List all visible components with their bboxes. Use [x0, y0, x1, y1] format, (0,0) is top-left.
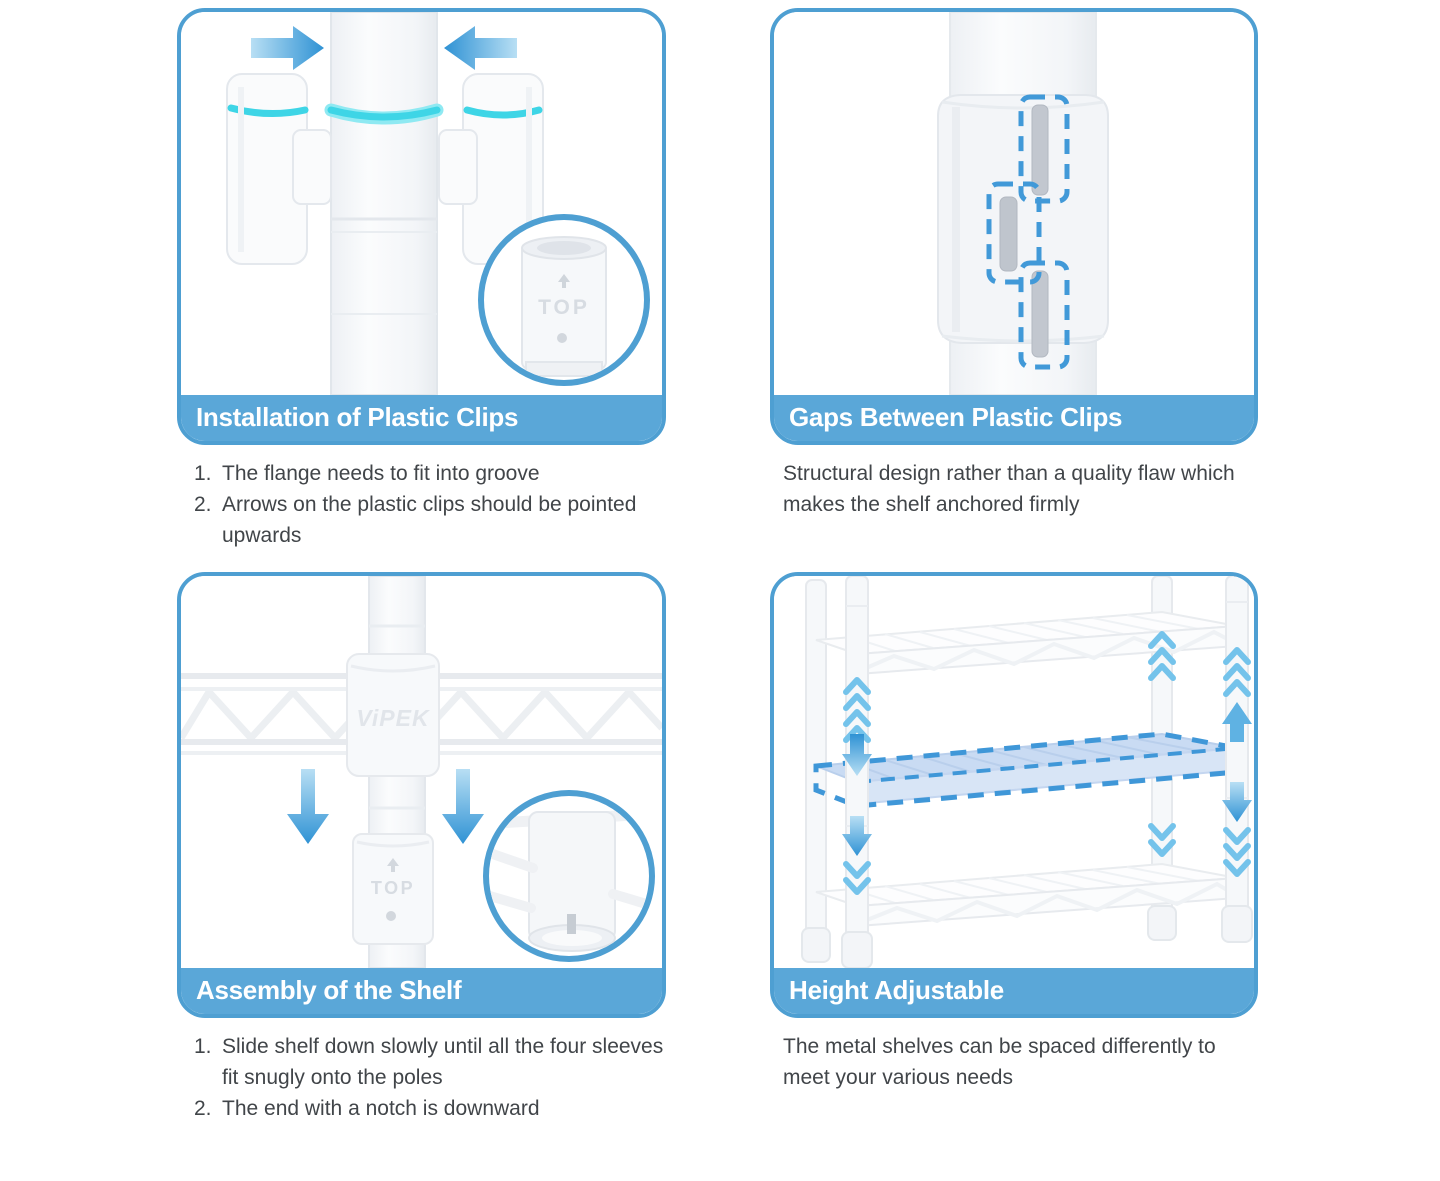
arrow-up-icon — [1222, 702, 1252, 742]
section-installation-of-plastic-clips: TOP Installation of Plastic Clips 1. The… — [177, 8, 666, 551]
paragraph-gaps: Structural design rather than a quality … — [783, 462, 1235, 516]
up-arrow-emboss-icon — [387, 858, 399, 872]
arrow-down-icon — [287, 769, 329, 844]
adjust-arrows-right-poles — [1148, 631, 1252, 877]
notes-assembly: 1. Slide shelf down slowly until all the… — [177, 1031, 666, 1124]
chevrons-down — [1148, 823, 1251, 877]
note-number: 1. — [194, 462, 212, 485]
magnified-sleeve-underside-inset — [483, 790, 655, 962]
note-number: 2. — [194, 493, 212, 516]
note-text: The flange needs to fit into groove — [222, 462, 540, 485]
caption-bar: Installation of Plastic Clips — [181, 395, 662, 441]
arrow-left-icon — [444, 26, 517, 70]
illustration-plastic-clips-install: TOP — [181, 12, 662, 395]
note-item: 2. Arrows on the plastic clips should be… — [194, 489, 666, 551]
caption-height-adjustable: Height Adjustable — [789, 975, 1004, 1005]
bottom-shelf — [815, 862, 1239, 928]
sleeve-notch — [567, 914, 576, 934]
height-adjustable-drawing — [801, 576, 1253, 968]
arrow-up-icon — [842, 734, 872, 776]
caption-bar: Gaps Between Plastic Clips — [774, 395, 1254, 441]
note-text: Slide shelf down slowly until all the fo… — [222, 1035, 664, 1089]
caption-bar: Assembly of the Shelf — [181, 968, 662, 1014]
notes-gaps: Structural design rather than a quality … — [770, 458, 1258, 520]
arrow-down-icon — [442, 769, 484, 844]
panel-gaps-between-plastic-clips: Gaps Between Plastic Clips — [770, 8, 1258, 445]
caption-assembly-of-the-shelf: Assembly of the Shelf — [196, 975, 462, 1005]
front-poles — [841, 576, 1253, 968]
pole-groove-band — [327, 106, 441, 121]
note-text: Arrows on the plastic clips should be po… — [222, 493, 637, 547]
note-number: 1. — [194, 1035, 212, 1058]
sleeve-hole — [386, 911, 396, 921]
illustration-shelf-assembly: ViPEK TOP — [181, 576, 662, 968]
illustration-height-adjustable — [774, 576, 1254, 968]
shelf-corner-sleeve: ViPEK — [346, 653, 440, 777]
section-assembly-of-the-shelf: ViPEK TOP — [177, 572, 666, 1124]
section-height-adjustable: Height Adjustable The metal shelves can … — [770, 572, 1258, 1093]
top-emboss-label: TOP — [371, 878, 415, 898]
notes-height-adjustable: The metal shelves can be spaced differen… — [770, 1031, 1258, 1093]
section-gaps-between-plastic-clips: Gaps Between Plastic Clips Structural de… — [770, 8, 1258, 520]
arrow-down-icon — [842, 816, 872, 856]
highlighted-middle-shelf — [813, 731, 1240, 809]
magnified-top-marking-inset: TOP — [478, 214, 650, 386]
note-item: 1. The flange needs to fit into groove — [194, 458, 666, 489]
caption-bar: Height Adjustable — [774, 968, 1254, 1014]
right-plastic-clip — [438, 73, 544, 265]
chevrons-up — [843, 677, 871, 743]
arrow-right-icon — [251, 26, 324, 70]
note-text: The end with a notch is downward — [222, 1097, 540, 1120]
chevrons-down — [843, 861, 871, 895]
notes-installation: 1. The flange needs to fit into groove 2… — [177, 458, 666, 551]
chevrons-up — [1148, 631, 1251, 697]
shelf-pole — [324, 12, 444, 395]
dashed-outline-bottom-gap — [1018, 260, 1070, 370]
dashed-outline-top-gap — [1018, 94, 1070, 204]
clip-hole — [557, 333, 567, 343]
note-item: 2. The end with a notch is downward — [194, 1093, 666, 1124]
wire-stub — [489, 847, 538, 873]
top-marked-sleeve: TOP — [352, 833, 434, 945]
top-shelf — [815, 610, 1238, 676]
illustration-pole-gaps — [774, 12, 1254, 395]
pole-gaps-drawing — [937, 12, 1109, 395]
paragraph-height-adjustable: The metal shelves can be spaced differen… — [783, 1035, 1216, 1089]
caption-installation-of-plastic-clips: Installation of Plastic Clips — [196, 402, 519, 432]
note-number: 2. — [194, 1097, 212, 1120]
clip-groove-band — [463, 106, 543, 119]
vipek-brand-emboss: ViPEK — [356, 705, 430, 731]
dashed-shelf-front-edge — [856, 746, 1238, 784]
adjust-arrows-left-pole — [842, 677, 872, 895]
left-plastic-clip — [226, 73, 332, 265]
panel-assembly-of-the-shelf: ViPEK TOP — [177, 572, 666, 1018]
dashed-gap-outlines — [986, 94, 1070, 370]
panel-height-adjustable: Height Adjustable — [770, 572, 1258, 1018]
shelf-assembly-drawing: ViPEK TOP — [181, 576, 662, 968]
plastic-clips-install-drawing: TOP — [226, 12, 650, 395]
top-emboss-label: TOP — [538, 296, 590, 319]
caption-gaps-between-plastic-clips: Gaps Between Plastic Clips — [789, 402, 1123, 432]
gap-slots — [999, 104, 1049, 358]
up-arrow-emboss-icon — [558, 274, 570, 288]
dashed-outline-middle-gap — [986, 181, 1042, 285]
note-item: 1. Slide shelf down slowly until all the… — [194, 1031, 666, 1093]
arrow-down-icon — [1222, 782, 1252, 822]
panel-installation-of-plastic-clips: TOP Installation of Plastic Clips — [177, 8, 666, 445]
